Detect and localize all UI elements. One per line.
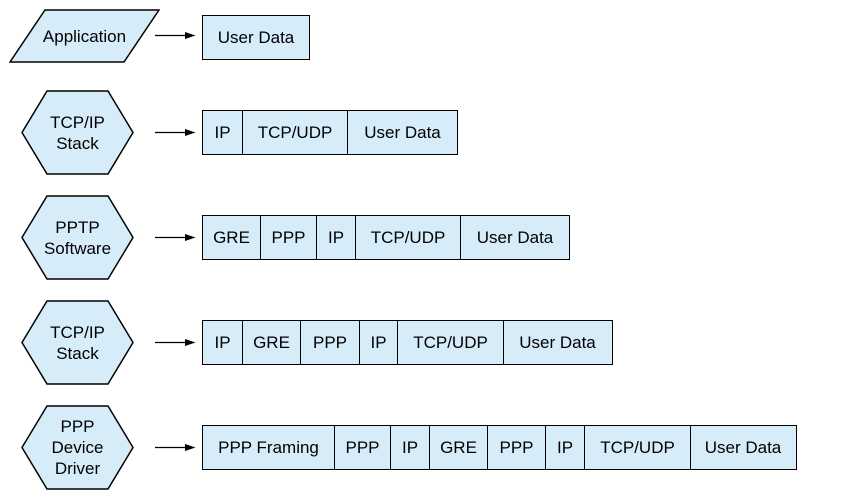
packet-cell-tcp-udp: TCP/UDP bbox=[354, 215, 462, 260]
shape-label: TCP/IP Stack bbox=[50, 322, 105, 363]
packet-cell-ppp: PPP bbox=[300, 320, 360, 365]
packet-cell-tcp-udp: TCP/UDP bbox=[584, 425, 691, 470]
packet-cell-ip: IP bbox=[390, 425, 430, 470]
right-arrow-icon bbox=[155, 231, 196, 244]
packet-cell-tcp-udp: TCP/UDP bbox=[397, 320, 504, 365]
shape-label: Application bbox=[42, 26, 127, 46]
shape-label: TCP/IP Stack bbox=[50, 112, 105, 153]
packet-strip: User Data bbox=[202, 15, 310, 60]
packet-cell-ip: IP bbox=[316, 215, 356, 260]
hexagon-shape-outline bbox=[21, 300, 134, 385]
right-arrow-icon bbox=[155, 29, 196, 42]
packet-cell-ip: IP bbox=[544, 425, 586, 470]
packet-cell-ip: IP bbox=[358, 320, 399, 365]
hexagon-shape-outline bbox=[21, 90, 134, 175]
hexagon-shape-outline bbox=[21, 195, 134, 280]
packet-cell-ip: IP bbox=[202, 110, 243, 155]
packet-cell-user-data: User Data bbox=[460, 215, 570, 260]
shape-ppp-device-driver-row5: PPP Device Driver bbox=[21, 405, 134, 490]
packet-cell-ppp-framing: PPP Framing bbox=[202, 425, 335, 470]
shape-label: PPTP Software bbox=[43, 217, 112, 258]
packet-cell-ppp: PPP bbox=[487, 425, 546, 470]
shape-tcp-ip-stack-row2: TCP/IP Stack bbox=[21, 90, 134, 175]
packet-cell-user-data: User Data bbox=[202, 15, 310, 60]
right-arrow-icon bbox=[155, 336, 196, 349]
packet-cell-user-data: User Data bbox=[689, 425, 797, 470]
packet-cell-ppp: PPP bbox=[259, 215, 318, 260]
shape-label: PPP Device Driver bbox=[51, 417, 104, 478]
shape-tcp-ip-stack-row4: TCP/IP Stack bbox=[21, 300, 134, 385]
packet-cell-user-data: User Data bbox=[502, 320, 613, 365]
packet-cell-ppp: PPP bbox=[333, 425, 392, 470]
parallelogram-shape-outline bbox=[9, 9, 160, 63]
packet-cell-gre: GRE bbox=[428, 425, 489, 470]
packet-cell-ip: IP bbox=[202, 320, 243, 365]
packet-cell-user-data: User Data bbox=[347, 110, 458, 155]
packet-cell-tcp-udp: TCP/UDP bbox=[241, 110, 349, 155]
shape-application-row1: Application bbox=[9, 9, 160, 63]
hexagon-shape-outline bbox=[21, 405, 134, 490]
packet-cell-gre: GRE bbox=[241, 320, 302, 365]
packet-cell-gre: GRE bbox=[202, 215, 261, 260]
shape-pptp-software-row3: PPTP Software bbox=[21, 195, 134, 280]
right-arrow-icon bbox=[155, 126, 196, 139]
right-arrow-icon bbox=[155, 441, 196, 454]
